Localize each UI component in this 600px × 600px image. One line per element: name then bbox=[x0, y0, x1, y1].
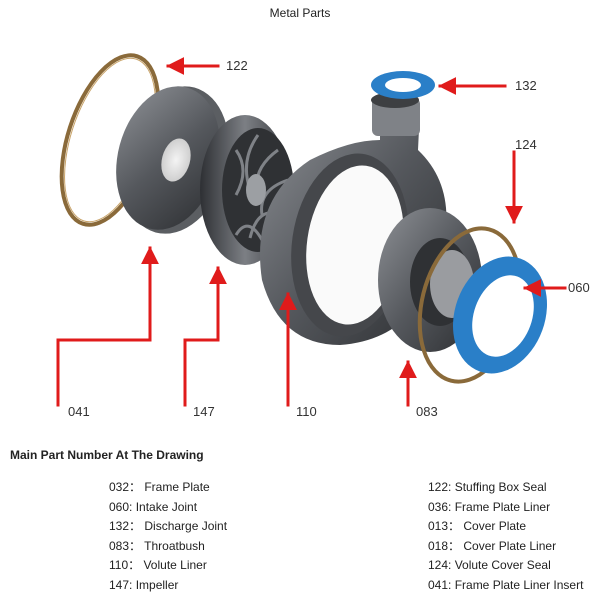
arrow-041 bbox=[56, 246, 159, 407]
discharge-joint-ring bbox=[371, 71, 435, 99]
parts-list-heading: Main Part Number At The Drawing bbox=[10, 448, 204, 462]
part-entry: 083： Throatbush bbox=[109, 538, 205, 553]
part-entry: 032： Frame Plate bbox=[109, 480, 210, 494]
callout-label-132: 132 bbox=[515, 78, 537, 93]
part-entry: 124: Volute Cover Seal bbox=[428, 558, 551, 572]
diagram-title: Metal Parts bbox=[269, 6, 331, 20]
callout-arrows bbox=[56, 57, 567, 407]
callout-label-124: 124 bbox=[515, 137, 537, 152]
callout-label-083: 083 bbox=[416, 404, 438, 419]
part-entry: 018： Cover Plate Liner bbox=[428, 538, 557, 553]
part-entry: 122: Stuffing Box Seal bbox=[428, 480, 547, 494]
part-entry: 036: Frame Plate Liner bbox=[428, 499, 551, 514]
parts-list-left-column: 032： Frame Plate 060: Intake Joint 132： … bbox=[109, 478, 227, 595]
arrow-147 bbox=[183, 266, 227, 407]
callout-label-110: 110 bbox=[296, 404, 317, 419]
callout-label-147: 147 bbox=[193, 404, 215, 419]
part-entry: 132： Discharge Joint bbox=[109, 519, 228, 533]
parts-list-right-column: 122: Stuffing Box Seal 036: Frame Plate … bbox=[428, 478, 583, 595]
part-entry: 147: Impeller bbox=[109, 577, 179, 592]
part-entry: 110： Volute Liner bbox=[109, 558, 207, 572]
part-entry: 013： Cover Plate bbox=[428, 519, 527, 533]
part-entry: 060: Intake Joint bbox=[109, 499, 198, 514]
callout-label-122: 122 bbox=[226, 58, 248, 73]
callout-label-041: 041 bbox=[68, 404, 90, 419]
callout-label-060: 060 bbox=[568, 280, 590, 295]
part-entry: 041: Frame Plate Liner Insert bbox=[428, 577, 584, 592]
